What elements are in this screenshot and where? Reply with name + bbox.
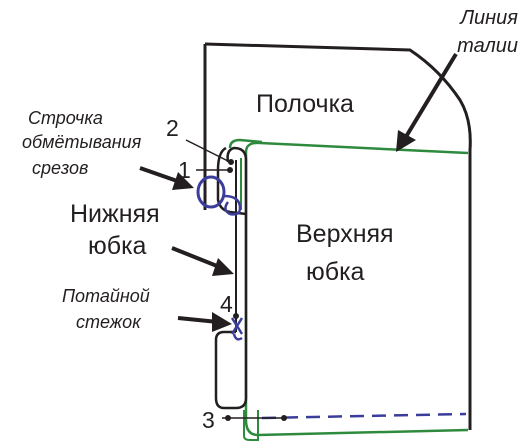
label-blind-line1: Потайной (62, 286, 150, 306)
arrow-overcast-head (172, 172, 194, 190)
marker-dot-2 (228, 159, 234, 165)
arrow-overcast-shaft (139, 166, 181, 184)
arrow-blind-stitch-head (212, 312, 232, 332)
arrow-lower-skirt-head (212, 258, 234, 276)
label-waistline-line2: талии (457, 35, 518, 57)
overcast-stitch-loop (196, 175, 226, 209)
label-number-4: 4 (220, 291, 233, 317)
label-upper-skirt-line1: Верхняя (296, 220, 394, 248)
overcast-stitch-curl (223, 194, 242, 216)
label-lower-skirt-line1: Нижняя (70, 200, 160, 228)
marker-dot-4 (233, 313, 239, 319)
hem-stitch-dashed (261, 412, 467, 420)
marker-dot-3b (281, 415, 287, 421)
label-overcast-line2: обмётывания (22, 132, 142, 152)
blind-stitch-mark (230, 317, 244, 341)
arrow-waistline-head (396, 130, 416, 152)
label-number-3: 3 (202, 407, 215, 433)
label-blind-line2: стежок (76, 312, 142, 332)
label-number-1: 1 (178, 157, 191, 183)
arrow-blind-stitch-shaft (177, 316, 219, 324)
label-bodice: Полочка (256, 90, 354, 118)
label-waistline-line1: Линия (458, 7, 518, 29)
arrow-waistline-shaft (402, 52, 458, 142)
hem-fold (243, 410, 259, 441)
lower-skirt-outline (214, 146, 248, 410)
bodice-outline (204, 42, 472, 430)
upper-skirt-outline (244, 141, 469, 437)
label-overcast-line3: срезов (32, 158, 88, 178)
label-lower-skirt-line2: юбка (88, 232, 147, 260)
upper-skirt-fold-top (228, 138, 263, 149)
label-number-2: 2 (166, 115, 179, 141)
label-overcast-line1: Строчка (28, 108, 103, 128)
arrow-lower-skirt-shaft (171, 246, 223, 270)
label-upper-skirt-line2: юбка (306, 258, 365, 286)
marker-line-2 (185, 139, 231, 163)
